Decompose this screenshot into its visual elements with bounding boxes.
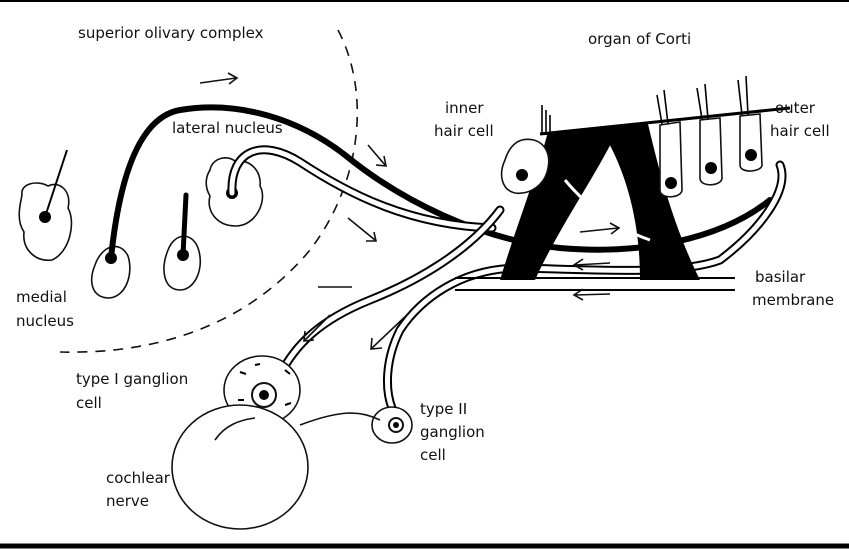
label-superior-olivary-complex: superior olivary complex xyxy=(78,24,264,42)
lateral-efferent-fiber-inner xyxy=(232,150,492,228)
label-type2-ganglion-3: cell xyxy=(420,446,446,464)
medial-nucleus-neuron xyxy=(19,150,71,260)
label-inner-hair-cell-1: inner xyxy=(445,99,484,117)
label-inner-hair-cell-2: hair cell xyxy=(434,122,494,140)
label-organ-of-corti: organ of Corti xyxy=(588,30,691,48)
label-medial-nucleus-1: medial xyxy=(16,288,67,306)
label-type2-ganglion-1: type II xyxy=(420,400,467,418)
label-basilar-membrane-2: membrane xyxy=(752,291,834,309)
cochlear-nerve xyxy=(172,405,380,529)
label-medial-nucleus-2: nucleus xyxy=(16,312,74,330)
label-cochlear-nerve-1: cochlear xyxy=(106,469,171,487)
organ-of-corti xyxy=(455,76,790,290)
lateral-efferent-fiber-outer xyxy=(232,150,492,228)
label-basilar-membrane-1: basilar xyxy=(755,268,806,286)
label-lateral-nucleus: lateral nucleus xyxy=(172,119,283,137)
label-type1-ganglion-2: cell xyxy=(76,394,102,412)
label-type1-ganglion-1: type I ganglion xyxy=(76,370,188,388)
label-cochlear-nerve-2: nerve xyxy=(106,492,149,510)
lateral-neuron-2 xyxy=(164,195,200,290)
label-outer-hair-cell-2: hair cell xyxy=(770,122,830,140)
label-type2-ganglion-2: ganglion xyxy=(420,423,485,441)
type2-ganglion-cell xyxy=(372,407,412,443)
label-outer-hair-cell-1: outer xyxy=(775,99,816,117)
